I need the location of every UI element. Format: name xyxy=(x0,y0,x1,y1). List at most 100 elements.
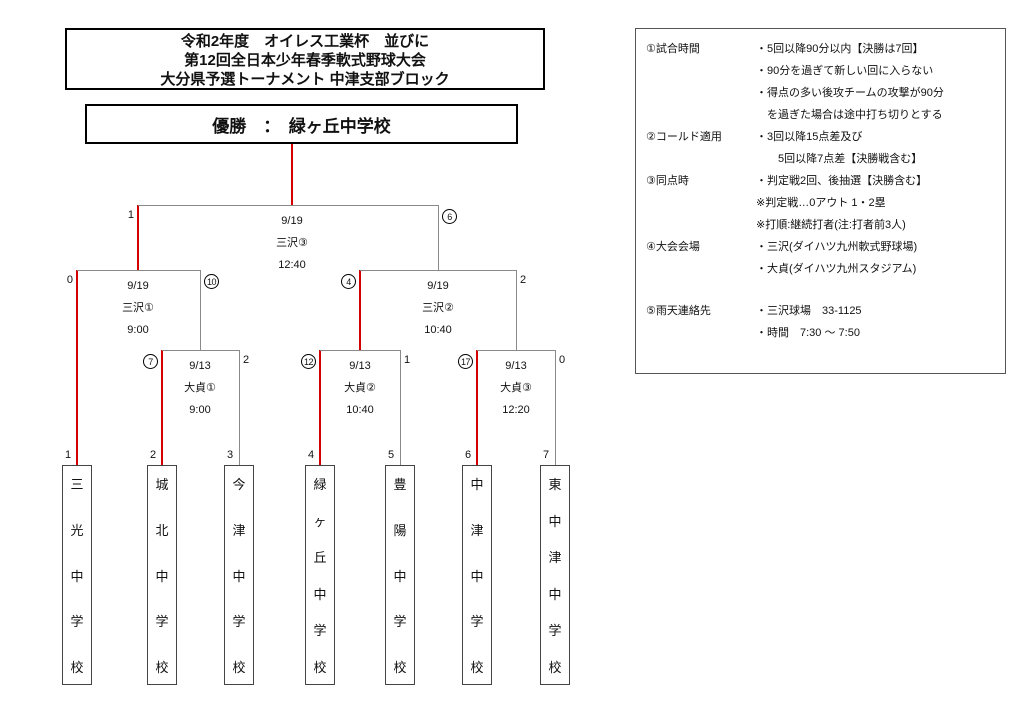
rules-row-lines: ・5回以降90分以内【決勝は7回】・90分を過ぎて新しい回に入らない・得点の多い… xyxy=(756,38,997,126)
game-score: 0 xyxy=(47,274,73,286)
team-name-char: 豊 xyxy=(393,477,407,492)
team-box: 城北中学校 xyxy=(147,465,177,685)
game-time: 10:40 xyxy=(346,404,374,416)
rules-row-label: ⑤雨天連絡先 xyxy=(646,305,711,317)
team-name-char: 光 xyxy=(70,522,84,538)
rules-row-lines: ・3回以降15点差及び 5回以降7点差【決勝戦含む】 xyxy=(756,126,997,170)
game-date: 9/19 xyxy=(127,280,149,292)
bracket-line xyxy=(162,350,239,351)
bracket-line xyxy=(400,350,401,465)
title-box: 令和2年度 オイレス工業杯 並びに 第12回全日本少年春季軟式野球大会 大分県予… xyxy=(65,28,545,90)
game-score: 1 xyxy=(404,354,430,366)
game-score: 2 xyxy=(243,354,269,366)
title-line-1: 令和2年度 オイレス工業杯 並びに xyxy=(180,33,430,50)
team-name-char: 陽 xyxy=(393,522,407,538)
game-time: 9:00 xyxy=(127,324,149,336)
team-box: 中津中学校 xyxy=(462,465,492,685)
rules-line: ※打順:継続打者(注:打者前3人) xyxy=(756,219,906,231)
game-score: 17 xyxy=(447,354,473,369)
rules-row-lines: ・三沢(ダイハツ九州軟式野球場) ・大貞(ダイハツ九州スタジアム) xyxy=(756,236,997,280)
bracket-line xyxy=(239,350,240,465)
team-seed: 3 xyxy=(227,449,234,461)
game-label: 9/19 三沢③ 12:40 xyxy=(247,210,337,276)
game-score-left: 17 xyxy=(458,354,473,369)
bracket-line-highlighted xyxy=(476,350,478,465)
team-name-char: 校 xyxy=(470,660,484,675)
game-time: 12:40 xyxy=(278,259,306,271)
game-label: 9/13 大貞② 10:40 xyxy=(315,355,405,421)
rules-line: ・三沢球場 33-1125 xyxy=(756,305,862,317)
team-seed: 2 xyxy=(150,449,157,461)
team-name-char: 丘 xyxy=(313,550,327,566)
team-name-char: 中 xyxy=(232,568,246,584)
game-time: 9:00 xyxy=(189,404,211,416)
game-label: 9/19 三沢① 9:00 xyxy=(93,275,183,341)
team-seed: 4 xyxy=(308,449,315,461)
team-name-char: 緑 xyxy=(313,477,327,492)
champion-text: 優勝 ： 緑ヶ丘中学校 xyxy=(212,116,391,136)
team-seed: 7 xyxy=(543,449,550,461)
bracket-line xyxy=(138,205,438,206)
team-seed: 6 xyxy=(465,449,472,461)
team-name-char: 校 xyxy=(548,659,562,675)
bracket-line-highlighted xyxy=(137,205,139,270)
rules-line: ・判定戦2回、後抽選【決勝含む】 xyxy=(756,175,928,187)
bracket-line xyxy=(516,270,517,350)
team-name-char: 校 xyxy=(70,660,84,675)
team-box: 三光中学校 xyxy=(62,465,92,685)
game-venue: 大貞③ xyxy=(500,382,532,394)
bracket-line-highlighted xyxy=(76,270,78,465)
game-score-right: 6 xyxy=(442,209,457,224)
team-name-char: 中 xyxy=(155,568,169,584)
game-score-right: 2 xyxy=(243,354,250,366)
team-name-char: 校 xyxy=(393,660,407,675)
game-venue: 大貞① xyxy=(184,382,216,394)
rules-row: ①試合時間・5回以降90分以内【決勝は7回】・90分を過ぎて新しい回に入らない・… xyxy=(646,38,997,126)
team-seed: 1 xyxy=(65,449,72,461)
team-name-char: 学 xyxy=(313,623,327,639)
bracket-line xyxy=(555,350,556,465)
rules-line: 5回以降7点差【決勝戦含む】 xyxy=(756,153,923,165)
game-score: 7 xyxy=(132,354,158,369)
team-name-char: 津 xyxy=(470,522,484,538)
game-score-left: 0 xyxy=(66,274,73,286)
bracket-line xyxy=(438,205,439,270)
team-seed: 5 xyxy=(388,449,395,461)
rules-row: ④大会会場 ・三沢(ダイハツ九州軟式野球場) ・大貞(ダイハツ九州スタジアム) xyxy=(646,236,997,280)
game-score-left: 7 xyxy=(143,354,158,369)
champion-box: 優勝 ： 緑ヶ丘中学校 xyxy=(85,104,518,144)
bracket-line xyxy=(200,270,201,350)
rules-row-label: ④大会会場 xyxy=(646,241,700,253)
rules-row-lines: ・判定戦2回、後抽選【決勝含む】※判定戦…0アウト 1・2塁※打順:継続打者(注… xyxy=(756,170,997,236)
game-venue: 三沢② xyxy=(422,302,454,314)
game-date: 9/19 xyxy=(281,215,303,227)
game-time: 10:40 xyxy=(424,324,452,336)
team-name-char: 東 xyxy=(548,477,562,492)
team-name-char: 城 xyxy=(155,477,169,492)
rules-row-label: ③同点時 xyxy=(646,175,689,187)
bracket-line xyxy=(360,270,516,271)
team-box: 今津中学校 xyxy=(224,465,254,685)
rules-line: ・大貞(ダイハツ九州スタジアム) xyxy=(756,263,917,275)
team-name-char: 津 xyxy=(548,550,562,566)
team-name-char: 学 xyxy=(470,614,484,630)
game-score: 0 xyxy=(559,354,585,366)
game-venue: 三沢③ xyxy=(276,237,308,249)
team-name-char: 北 xyxy=(155,522,169,538)
rules-line: ・三沢(ダイハツ九州軟式野球場) xyxy=(756,241,918,253)
game-score-right: 1 xyxy=(404,354,411,366)
team-name-char: 学 xyxy=(70,614,84,630)
team-name-char: 中 xyxy=(70,568,84,584)
game-time: 12:20 xyxy=(502,404,530,416)
game-venue: 三沢① xyxy=(122,302,154,314)
team-name-char: 校 xyxy=(155,660,169,675)
game-venue: 大貞② xyxy=(344,382,376,394)
team-name-char: 三 xyxy=(70,477,84,492)
bracket-line xyxy=(477,350,555,351)
game-date: 9/13 xyxy=(349,360,371,372)
team-name-char: 校 xyxy=(313,659,327,675)
team-name-char: 津 xyxy=(232,522,246,538)
game-score-right: 10 xyxy=(204,274,219,289)
